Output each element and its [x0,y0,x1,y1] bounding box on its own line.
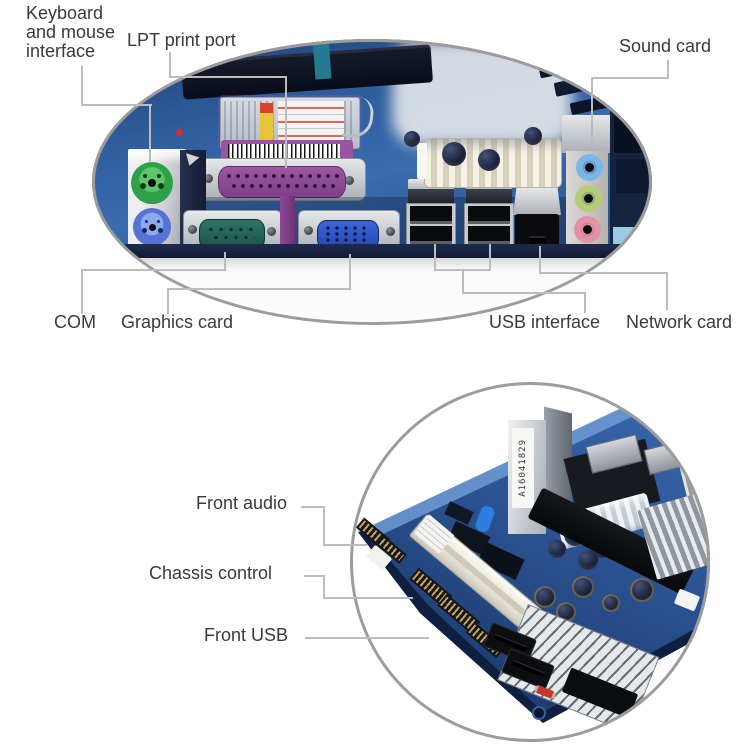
leader-front-usb [305,637,429,639]
leader-sound [667,60,669,79]
leader-lpt [169,52,171,78]
leader-com [81,269,83,314]
cpu-label-white [278,101,344,145]
front-headers-photo: A16041829 [350,382,710,742]
label-line: and mouse [26,22,116,42]
capacitor [442,142,466,166]
capacitor [578,550,598,570]
leader-network [539,246,541,274]
label-front-usb: Front USB [204,625,289,645]
capacitor [478,149,500,171]
com-screw-left [188,225,197,234]
ps2-mouse-port [133,208,171,246]
lpt-screw-right [345,176,354,185]
pcb-edge [92,244,652,258]
capacitor [572,576,594,598]
leader-network [666,272,668,310]
leader-front-audio [301,506,325,508]
leader-graphics [167,288,169,314]
bracket-sticker-text: A16041829 [518,439,528,497]
vga-screw-right [386,227,395,236]
com-pin-row [208,226,258,233]
leader-com [224,252,226,271]
label-usb: USB interface [489,312,601,332]
audio-line-out-jack [575,185,602,212]
leader-keyboard [81,104,152,106]
label-network: Network card [626,312,733,332]
cpu-label-yellow [260,103,273,143]
leader-chassis [323,575,325,599]
leader-chassis [304,575,325,577]
leader-lpt [285,76,287,168]
leader-usb [434,244,436,271]
chip [614,107,648,153]
leader-usb [489,244,491,271]
label-com: COM [54,312,96,332]
leader-front-audio [323,506,325,546]
capacitor [404,131,420,147]
audio-mic-jack [574,216,601,243]
capacitor [548,540,566,558]
com-pin-row [213,234,255,241]
vga-pin-holes [325,225,370,243]
bracket-sticker: A16041829 [512,428,534,508]
lpt-pin-row [225,172,339,180]
leader-usb [462,269,464,294]
leader-keyboard [149,104,151,162]
leader-chassis [323,597,413,599]
capacitor [534,586,556,608]
leader-sound [591,77,669,79]
label-graphics: Graphics card [121,312,234,332]
atx-clip [417,143,427,179]
ethernet-port [512,188,562,247]
leader-sound [591,77,593,143]
leader-lpt [169,76,287,78]
leader-usb [462,292,586,294]
com-screw-right [267,227,276,236]
label-keyboard-mouse: Keyboard and mouse interface [26,4,115,61]
label-chassis-control: Chassis control [149,563,273,583]
usb-stack-2 [464,179,514,247]
leader-graphics [349,254,351,290]
label-line: Keyboard [26,3,104,23]
capacitor [524,127,542,145]
io-bracket-box: A16041829 [508,406,574,534]
label-front-audio: Front audio [196,493,288,513]
rear-io-photo [92,39,652,325]
lpt-pin-row [230,182,335,190]
leader-keyboard [81,66,83,106]
leader-graphics [167,288,351,290]
led-red [638,241,643,246]
leader-com [81,269,226,271]
lpt-barcode [228,144,340,159]
label-sound: Sound card [619,36,712,56]
capacitor [602,594,620,612]
chip [616,159,650,193]
leader-usb [584,292,586,313]
audio-line-in-jack [576,154,603,181]
sata-slot-end [312,39,332,80]
lpt-mount-peg [280,196,295,248]
usb-stack-1 [406,179,456,247]
mounting-hole [534,708,544,718]
lpt-screw-left [204,174,213,183]
led-red [176,129,183,136]
capacitor [630,578,654,602]
leader-front-audio [323,544,367,546]
label-lpt: LPT print port [127,30,236,50]
ps2-keyboard-port [131,162,173,204]
vga-screw-left [304,226,313,235]
leader-network [539,272,668,274]
label-line: interface [26,41,96,61]
